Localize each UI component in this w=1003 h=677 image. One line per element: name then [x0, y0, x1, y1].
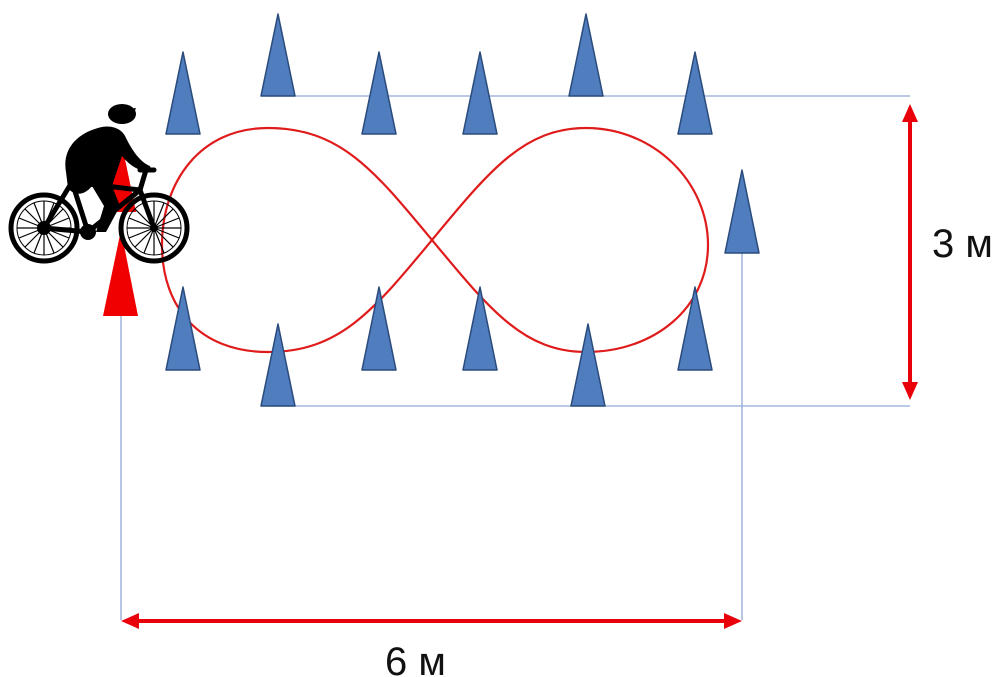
cone-icon — [570, 323, 606, 407]
height-dimension-label: 3 м — [932, 222, 993, 266]
width-dimension-label: 6 м — [385, 640, 446, 677]
cone-icon — [462, 51, 498, 135]
start-arrow-icon — [103, 230, 138, 316]
cone-icon — [165, 51, 201, 135]
guide-lines — [120, 95, 910, 620]
figure-eight-course — [160, 126, 710, 354]
width-dimension-arrow — [121, 613, 742, 629]
cone-icon — [677, 51, 713, 135]
cyclist-silhouette-icon — [8, 104, 190, 264]
cone-icon — [165, 286, 201, 371]
cones — [165, 13, 760, 407]
cone-icon — [462, 286, 498, 371]
cone-icon — [568, 13, 604, 97]
cone-icon — [260, 13, 296, 97]
cone-icon — [724, 169, 760, 254]
cone-icon — [260, 323, 296, 407]
cone-icon — [361, 286, 397, 371]
height-dimension-arrow — [902, 104, 918, 400]
cone-icon — [361, 51, 397, 135]
rider-body — [65, 126, 152, 232]
cone-icon — [677, 286, 713, 371]
